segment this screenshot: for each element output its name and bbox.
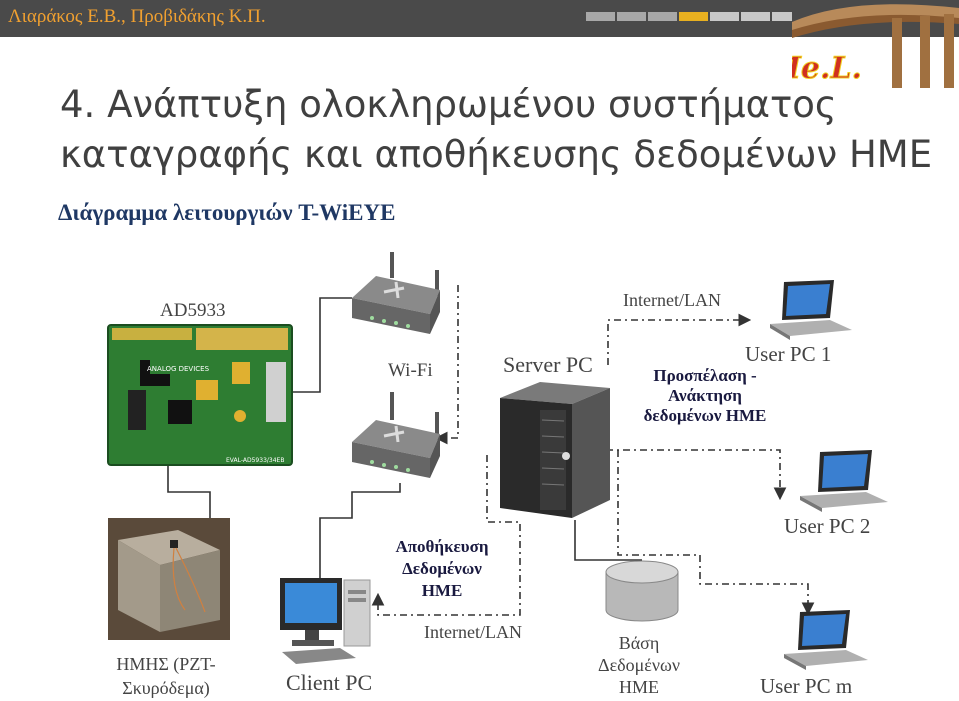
userm-label: User PC m: [760, 674, 853, 698]
title-line-1: 4. Ανάπτυξη ολοκληρωμένου συστήματος: [60, 83, 837, 126]
laptop-user2-icon: [800, 450, 888, 512]
internet-bottom-label: Internet/LAN: [424, 622, 522, 642]
progress-segment-1: [586, 12, 615, 21]
access-line-2: Ανάκτηση: [668, 386, 742, 405]
solid-links: [167, 297, 642, 612]
server-tower-icon: [500, 382, 610, 518]
slide-progress: [586, 12, 801, 21]
board-label: AD5933: [160, 300, 226, 321]
db-line-1: Βάση: [618, 633, 660, 653]
page-title: 4. Ανάπτυξη ολοκληρωμένου συστήματος κατ…: [60, 80, 932, 180]
wifi-to-client-line: [319, 483, 401, 612]
page-subtitle: Διάγραμμα λειτουργιών T-WiEYE: [58, 200, 396, 225]
internet-top-label: Internet/LAN: [623, 290, 721, 310]
client-label: Client PC: [286, 670, 373, 695]
ad5933-board-icon: ANALOG DEVICES EVAL-AD5933/34EB: [107, 324, 293, 466]
progress-segment-2: [617, 12, 646, 21]
board-print-text: EVAL-AD5933/34EB: [226, 457, 284, 464]
client-desktop-icon: [280, 578, 371, 664]
progress-segment-3: [648, 12, 677, 21]
sensor-line-1: ΗΜΗΣ (PZT-: [116, 654, 216, 674]
laptop-user1-icon: [770, 280, 852, 340]
db-line-3: ΗΜΕ: [619, 677, 659, 697]
database-cylinder-icon: [605, 560, 679, 622]
access-line-1: Προσπέλαση -: [653, 366, 757, 385]
authors-text: Λιαράκος Ε.Β., Προβιδάκης Κ.Π.: [8, 6, 266, 27]
wifi-relay-dashed: [434, 285, 459, 445]
board-brand-text: ANALOG DEVICES: [147, 365, 210, 373]
server-to-db-line: [574, 520, 642, 561]
server-to-user1-dashed: [607, 313, 752, 365]
user2-label: User PC 2: [784, 514, 871, 538]
store-line-1: Αποθήκευση: [395, 537, 489, 556]
board-to-wifi-line: [292, 297, 352, 393]
user1-label: User PC 1: [745, 342, 832, 366]
server-to-userm-dashed: [617, 450, 815, 616]
dashed-links: [371, 285, 815, 616]
board-to-sensor-line: [167, 465, 211, 518]
store-line-3: ΗΜΕ: [421, 581, 463, 600]
sensor-line-2: Σκυρόδεμα): [122, 678, 210, 698]
laptop-userm-icon: [784, 610, 868, 670]
progress-segment-5: [710, 12, 739, 21]
concrete-sensor-icon: [108, 518, 230, 640]
progress-segment-7: [772, 12, 801, 21]
progress-segment-6: [741, 12, 770, 21]
access-line-3: δεδομένων ΗΜΕ: [643, 406, 767, 425]
wifi-label: Wi-Fi: [388, 360, 433, 381]
wifi-router-bottom-icon: [352, 392, 440, 478]
progress-segment-4: [679, 12, 708, 21]
wifi-router-top-icon: [352, 252, 440, 334]
server-label: Server PC: [503, 352, 593, 377]
store-line-2: Δεδομένων: [402, 559, 482, 578]
bridge-logo-icon: A.Me.L.: [792, 0, 959, 88]
logo-text: A.Me.L.: [792, 51, 862, 86]
server-to-user2-dashed: [606, 449, 787, 501]
title-line-2: καταγραφής και αποθήκευσης δεδομένων ΗΜΕ: [60, 133, 933, 176]
storage-annotation: Αποθήκευση Δεδομένων ΗΜΕ: [374, 536, 510, 602]
sensor-label: ΗΜΗΣ (PZT- Σκυρόδεμα): [96, 652, 236, 700]
db-line-2: Δεδομένων: [598, 655, 680, 675]
database-label: Βάση Δεδομένων ΗΜΕ: [584, 632, 694, 698]
server-to-client-dashed: [371, 455, 521, 616]
access-annotation: Προσπέλαση - Ανάκτηση δεδομένων ΗΜΕ: [620, 366, 790, 426]
